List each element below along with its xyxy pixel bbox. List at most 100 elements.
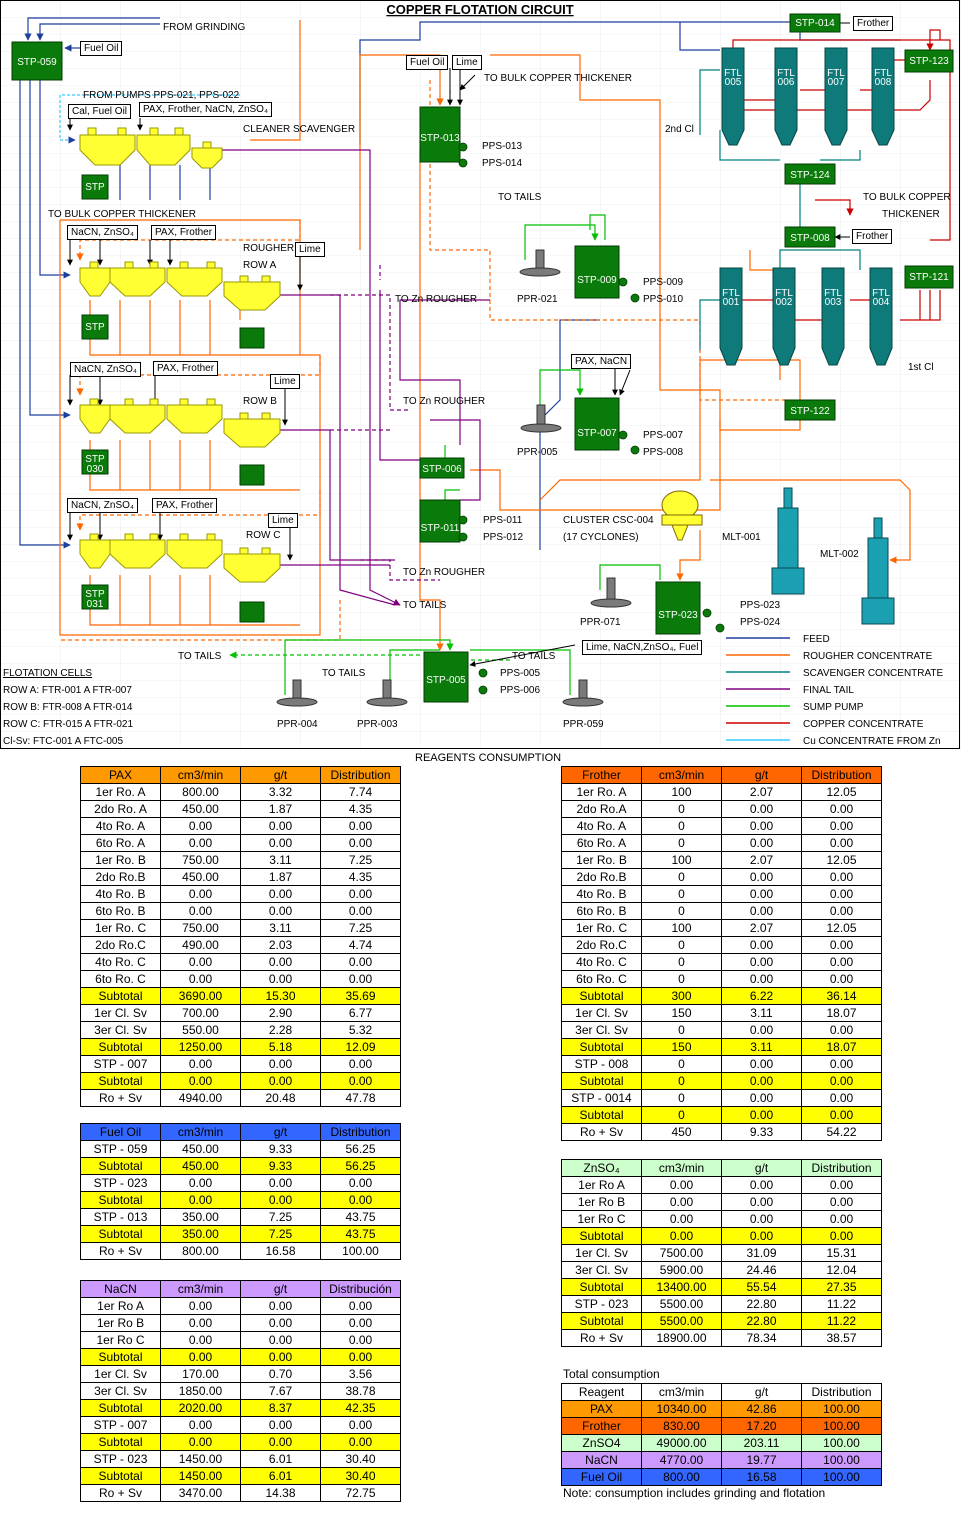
- table-cell: 1er Ro A: [561, 1176, 642, 1194]
- row-b-label: ROW B: [243, 396, 277, 407]
- table-cell: 800.00: [160, 1242, 241, 1260]
- table-cell: 0.00: [160, 1072, 241, 1090]
- table-cell: 2020.00: [160, 1399, 241, 1417]
- table-cell: 1er Ro. C: [80, 919, 161, 937]
- table-cell: 0.00: [240, 970, 321, 988]
- table-cell: 350.00: [160, 1208, 241, 1226]
- to-tails-b2-label: TO TAILS: [322, 668, 366, 679]
- table-cell: 16.58: [721, 1468, 802, 1486]
- table-cell: 0.00: [320, 1314, 401, 1332]
- table-cell: 0.00: [240, 1297, 321, 1315]
- table-cell: 0: [641, 1106, 722, 1124]
- ppr-071-label: PPR-071: [580, 617, 621, 628]
- table-cell: 0.00: [240, 1191, 321, 1209]
- table-cell: 4to Ro. A: [80, 817, 161, 835]
- legend-label: FINAL TAIL: [803, 685, 854, 696]
- table-cell: 0.00: [801, 1021, 882, 1039]
- table-cell: 0.00: [721, 1021, 802, 1039]
- table-cell: 0.00: [160, 1297, 241, 1315]
- legend-label: ROUGHER CONCENTRATE: [803, 651, 933, 662]
- table-cell: 550.00: [160, 1021, 241, 1039]
- header-cell: cm3/min: [641, 1159, 722, 1177]
- table-cell: 1er Cl. Sv: [561, 1244, 642, 1262]
- table-cell: 490.00: [160, 936, 241, 954]
- table-cell: 47.78: [320, 1089, 401, 1107]
- table-cell: 56.25: [320, 1140, 401, 1158]
- table-cell: 20.48: [240, 1089, 321, 1107]
- table-cell: 0.70: [240, 1365, 321, 1383]
- table-cell: STP - 023: [561, 1295, 642, 1313]
- table-cell: 0.00: [641, 1176, 722, 1194]
- header-cell: Frother: [561, 766, 642, 784]
- legend-label: FEED: [803, 634, 830, 645]
- rougher-row-c-cells: [79, 533, 281, 583]
- sump-row-c: [239, 601, 265, 623]
- nacn-znso-b-box: NaCN, ZnSO₄: [70, 362, 141, 377]
- header-cell: Distribución: [320, 1280, 401, 1298]
- table-cell: 2.03: [240, 936, 321, 954]
- table-cell: 100.00: [801, 1468, 882, 1486]
- table-cell: 30.40: [320, 1450, 401, 1468]
- table-cell: 0.00: [240, 834, 321, 852]
- column-cells-2nd-cl: [721, 47, 895, 146]
- diagram-title: COPPER FLOTATION CIRCUIT: [386, 2, 573, 17]
- table-cell: 5900.00: [641, 1261, 722, 1279]
- table-cell: 450.00: [160, 1157, 241, 1175]
- table-cell: 0.00: [801, 1072, 882, 1090]
- pps-013-label: PPS-013: [482, 141, 522, 152]
- table-cell: Subtotal: [80, 1467, 161, 1485]
- pps-023-label: PPS-023: [740, 600, 780, 611]
- table-cell: 0.00: [801, 1106, 882, 1124]
- table-cell: 24.46: [721, 1261, 802, 1279]
- fuel-oil-top-box: Fuel Oil: [406, 55, 449, 70]
- ppr-059-label: PPR-059: [563, 719, 604, 730]
- table-cell: 4to Ro. B: [80, 885, 161, 903]
- table-cell: Subtotal: [561, 1278, 642, 1296]
- table-cell: 0.00: [320, 1174, 401, 1192]
- table-cell: 4to Ro. C: [561, 953, 642, 971]
- pps-014-label: PPS-014: [482, 158, 522, 169]
- table-cell: 830.00: [641, 1417, 722, 1435]
- table-cell: 0.00: [160, 1055, 241, 1073]
- pps-005-label: PPS-005: [500, 668, 540, 679]
- table-cell: 6to Ro. B: [80, 902, 161, 920]
- table-cell: 1er Cl. Sv: [80, 1004, 161, 1022]
- stp-013-tank: [419, 106, 461, 163]
- stp-011-label: STP-011: [421, 523, 460, 534]
- table-cell: 5.32: [320, 1021, 401, 1039]
- header-cell: cm3/min: [160, 1123, 241, 1141]
- table-cell: 0: [641, 902, 722, 920]
- table-cell: 12.05: [801, 851, 882, 869]
- stp-014-tank: [789, 13, 841, 33]
- table-cell: 49000.00: [641, 1434, 722, 1452]
- table-cell: PAX: [561, 1400, 642, 1418]
- pax-frother-c-box: PAX, Frother: [152, 498, 218, 513]
- table-cell: 43.75: [320, 1225, 401, 1243]
- table-cell: 2do Ro. A: [80, 800, 161, 818]
- table-cell: 0.00: [160, 953, 241, 971]
- table-cell: 0.00: [320, 834, 401, 852]
